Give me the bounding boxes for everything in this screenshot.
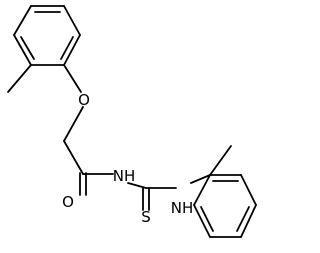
thioamide-nitrogen-label: NH	[171, 199, 194, 217]
nh-aryl-bond	[190, 174, 211, 184]
ring-a-bond-6	[13, 5, 32, 36]
atom-label-layer: O O NH NH S	[62, 91, 193, 226]
ether-oxygen-label: O	[78, 91, 90, 109]
methyl-a-bond	[7, 64, 32, 93]
ring-a-double-3	[20, 36, 35, 60]
ring-a-bond-5	[13, 34, 32, 66]
amide-nitrogen-label: NH	[113, 167, 136, 185]
ether-ch2-bond	[63, 106, 84, 142]
methyl-b-bond	[209, 145, 232, 176]
ch2-carbonyl-bond	[63, 140, 84, 175]
ring-b-bond-5	[193, 204, 211, 238]
ring-b-bond-2	[240, 174, 257, 206]
ring-b-double-2	[236, 206, 250, 232]
ring-b-bond-3	[240, 204, 257, 238]
bond-layer	[7, 5, 257, 238]
ring-b-bond-6	[193, 174, 211, 206]
ring-a-bond-3	[63, 34, 81, 66]
thione-sulfur-label: S	[141, 208, 151, 226]
ring-a-double-2	[60, 36, 74, 60]
aryl-ether-bond	[63, 64, 82, 93]
carbonyl-oxygen-label: O	[62, 193, 74, 211]
ring-a-bond-2	[63, 5, 81, 36]
molecule-structure: O O NH NH S	[7, 5, 257, 238]
ring-b-double-3	[200, 206, 214, 232]
